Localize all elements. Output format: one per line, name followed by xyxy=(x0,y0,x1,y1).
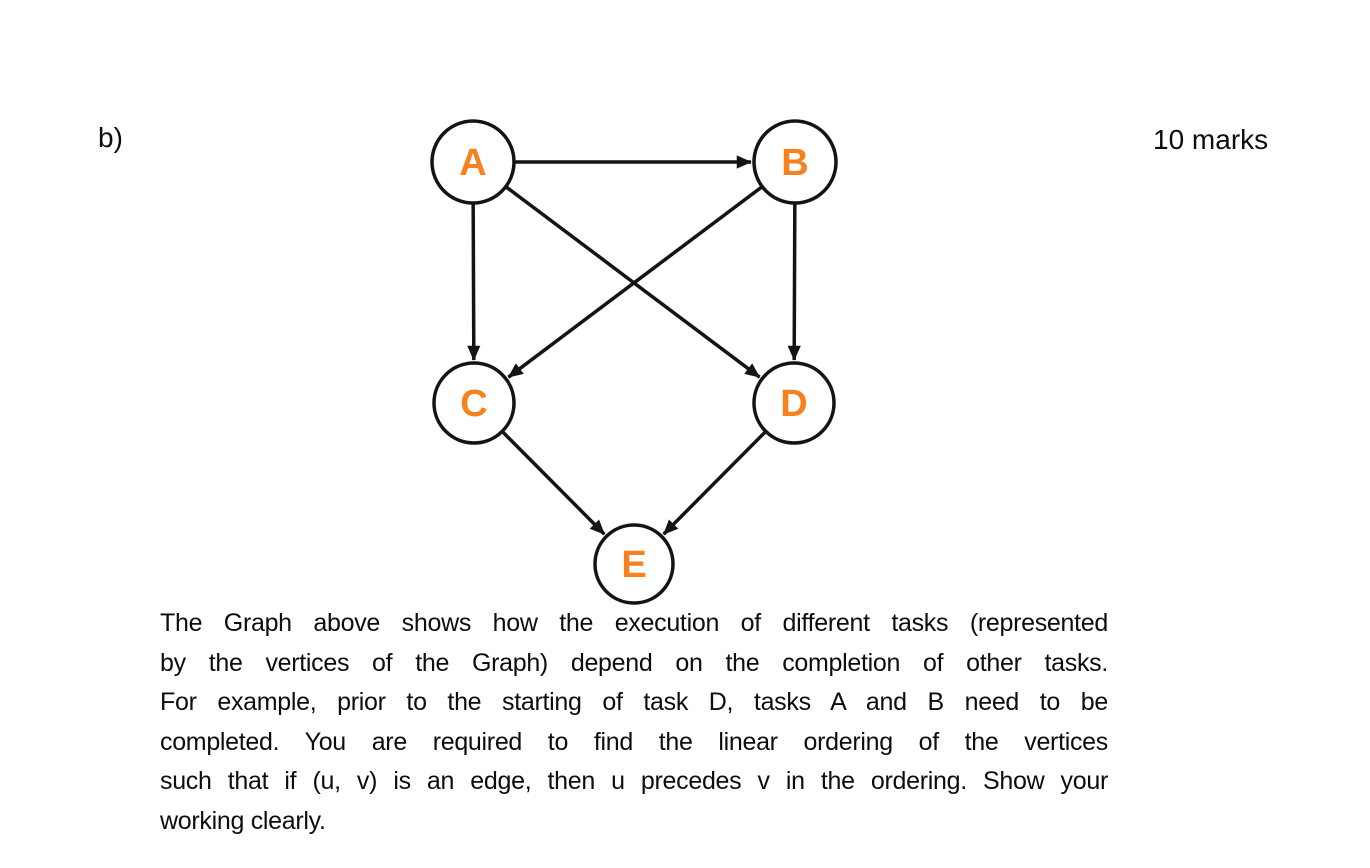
graph-edge-C-E xyxy=(500,430,606,536)
graph-node-label-B: B xyxy=(781,142,808,184)
graph-node-B: B xyxy=(752,119,838,205)
graph-node-circle-B xyxy=(752,119,838,205)
graph-node-label-E: E xyxy=(621,544,646,586)
question-text: The Graph above shows how the execution … xyxy=(160,604,1108,841)
marks-label: 10 marks xyxy=(1153,124,1269,155)
graph-node-D: D xyxy=(752,361,836,445)
graph-node-circle-E xyxy=(593,523,675,605)
graph-node-label-D: D xyxy=(780,383,807,425)
question-part-label: b) xyxy=(98,122,123,153)
graph-node-C: C xyxy=(432,361,516,445)
question-text-line: such that if (u, v) is an edge, then u p… xyxy=(160,767,1108,795)
graph-edge-B-C xyxy=(507,185,764,379)
graph-edge-D-E xyxy=(662,430,768,536)
graph-edge-B-D xyxy=(787,202,801,361)
question-text-line: by the vertices of the Graph) depend on … xyxy=(160,648,1108,677)
graph-node-circle-C xyxy=(432,361,516,445)
question-text-line: The Graph above shows how the execution … xyxy=(160,609,1108,637)
question-text-line: working clearly. xyxy=(160,806,326,835)
graph-node-label-C: C xyxy=(460,383,487,425)
question-text-line: For example, prior to the starting of ta… xyxy=(160,688,1108,716)
graph-node-E: E xyxy=(593,523,675,605)
graph-node-circle-D xyxy=(752,361,836,445)
graph-node-label-A: A xyxy=(459,142,486,184)
question-text-line: completed. You are required to find the … xyxy=(160,727,1108,756)
graph-node-circle-A xyxy=(430,119,516,205)
graph-edge-A-C xyxy=(467,202,481,361)
graph-node-A: A xyxy=(430,119,516,205)
